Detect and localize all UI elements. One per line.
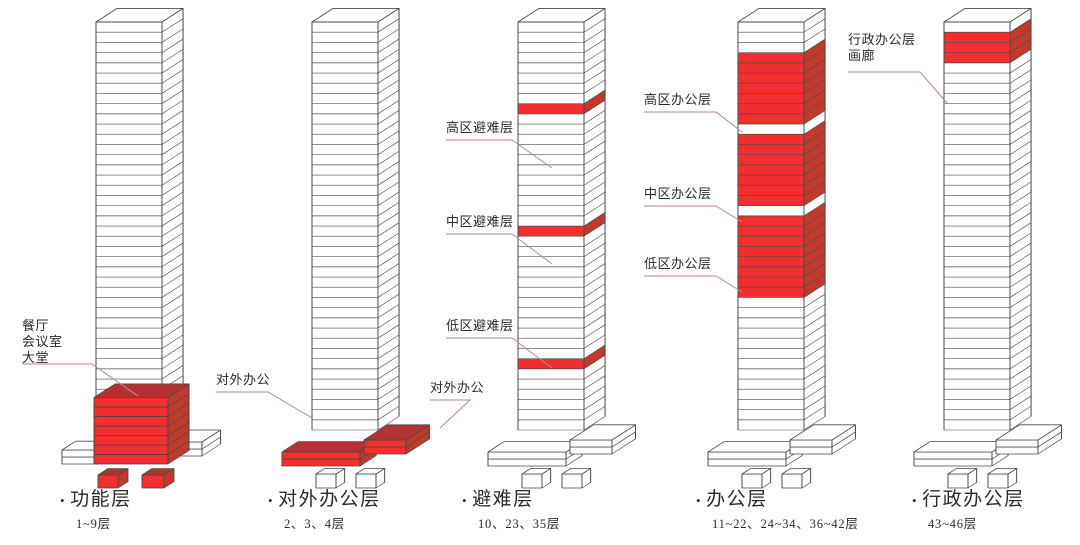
- caption-subtitle: 43~46层: [928, 516, 978, 531]
- caption-subtitle: 10、23、35层: [478, 516, 561, 531]
- annotation-line: 行政办公层: [848, 32, 916, 47]
- caption-bullet-icon: •: [912, 492, 919, 508]
- annotation-line: 餐厅: [22, 318, 50, 333]
- caption-title: 功能层: [70, 489, 132, 510]
- caption-title-row: •行政办公层: [912, 488, 1025, 512]
- annotation-line: 画廊: [848, 47, 876, 63]
- annotation-building5-executive: 行政办公层 画廊: [848, 32, 916, 64]
- annotation-line: 高区办公层: [644, 92, 712, 107]
- annotation-building1-podium: 餐厅 会议室 大堂: [22, 318, 63, 366]
- annotation-building3-low-refuge: 低区避难层: [446, 318, 514, 334]
- leader-line: [446, 233, 553, 265]
- leader-line: [216, 391, 313, 419]
- caption-title-row: •办公层: [696, 488, 859, 512]
- annotation-line: 对外办公: [430, 380, 485, 395]
- caption-bullet-icon: •: [60, 492, 67, 508]
- annotation-line: 低区办公层: [644, 256, 712, 271]
- leader-line: [644, 205, 743, 223]
- caption-title: 对外办公层: [278, 489, 381, 510]
- annotation-line: 会议室: [22, 333, 63, 349]
- caption-subtitle: 11~22、24~34、36~42层: [712, 516, 859, 531]
- annotation-building4-high-office: 高区办公层: [644, 92, 712, 108]
- caption-functional-floors: •功能层 1~9层: [60, 488, 132, 532]
- annotation-building2-left: 对外办公: [216, 372, 270, 388]
- annotation-line: 中区办公层: [644, 186, 712, 201]
- caption-refuge-floors: •避难层 10、23、35层: [462, 488, 560, 532]
- annotation-line: 低区避难层: [446, 318, 514, 333]
- annotation-line: 对外办公: [216, 372, 271, 387]
- caption-title-row: •避难层: [462, 488, 560, 512]
- annotation-building2-right: 对外办公: [430, 380, 484, 396]
- annotation-line: 高区避难层: [446, 120, 514, 135]
- caption-title: 办公层: [706, 489, 768, 510]
- caption-subtitle: 1~9层: [76, 516, 111, 531]
- caption-title: 行政办公层: [922, 489, 1025, 510]
- leader-line: [430, 399, 472, 429]
- caption-bullet-icon: •: [268, 492, 275, 508]
- caption-office-floors: •办公层 11~22、24~34、36~42层: [696, 488, 859, 532]
- annotation-building3-mid-refuge: 中区避难层: [446, 214, 514, 230]
- leader-line: [446, 139, 553, 169]
- caption-bullet-icon: •: [696, 492, 703, 508]
- leader-line: [22, 363, 139, 397]
- leader-line: [644, 111, 743, 133]
- annotation-line: 大堂: [22, 349, 50, 365]
- leader-line: [446, 337, 553, 369]
- caption-title-row: •功能层: [60, 488, 132, 512]
- caption-public-office-floors: •对外办公层 2、3、4层: [268, 488, 381, 532]
- leader-line: [848, 71, 949, 105]
- caption-title: 避难层: [472, 489, 534, 510]
- annotation-building4-mid-office: 中区办公层: [644, 186, 712, 202]
- annotation-building4-low-office: 低区办公层: [644, 256, 712, 272]
- caption-title-row: •对外办公层: [268, 488, 381, 512]
- annotation-building3-high-refuge: 高区避难层: [446, 120, 514, 136]
- leader-line: [644, 275, 743, 293]
- caption-bullet-icon: •: [462, 492, 469, 508]
- caption-subtitle: 2、3、4层: [284, 516, 346, 531]
- annotation-line: 中区避难层: [446, 214, 514, 229]
- caption-executive-office-floors: •行政办公层 43~46层: [912, 488, 1025, 532]
